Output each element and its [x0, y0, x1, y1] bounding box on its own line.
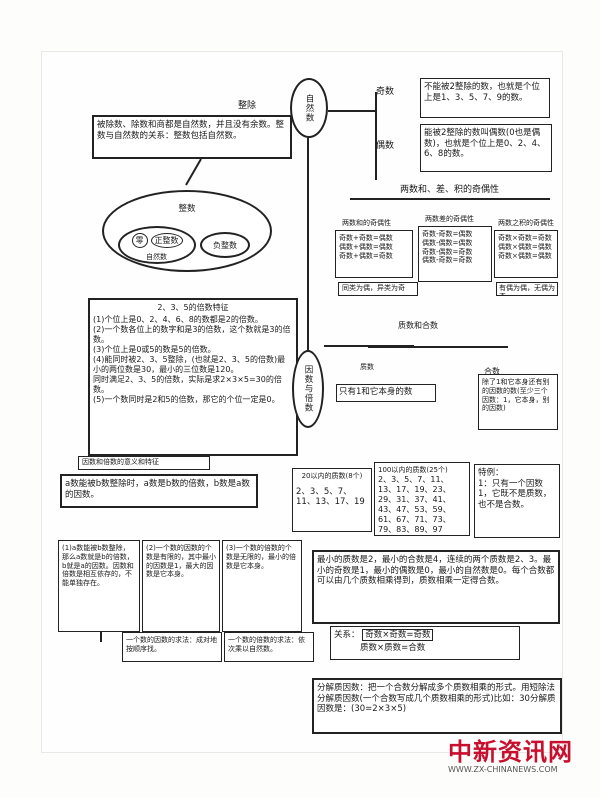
main-vertical-line — [307, 138, 309, 350]
features-footer: 因数和倍数的意义和特征 — [78, 456, 210, 470]
multiples-features-box: 2、3、5的倍数特征 (1)个位上是0、2、4、6、8的数都是2的倍数。 (2)… — [88, 298, 298, 456]
diff-parity-box: 奇数-奇数=偶数 偶数-偶数=偶数 奇数-偶数=奇数 偶数-奇数=奇数 — [418, 226, 492, 282]
natural-numbers-oval: 零 正整数 — [118, 226, 196, 264]
integers-oval: 整数 — [102, 190, 272, 272]
parity-branch-line — [350, 198, 550, 200]
prime-title: 质数 — [360, 363, 374, 371]
natural-caption: 自然数 — [146, 253, 167, 261]
cards-connector — [100, 632, 102, 642]
primes-100-box: 100以内的质数(25个) 2、3、5、7、11、13、17、19、23、29、… — [374, 462, 470, 536]
definition-box: a数能被b数整除时，a数是b数的倍数，b数是a数的因数。 — [60, 474, 258, 508]
factors-multiples-node: 因数与倍数 — [292, 350, 324, 428]
even-title: 偶数 — [376, 141, 395, 151]
diff-parity-title: 两数差的奇偶性 — [425, 215, 474, 223]
property-card-3: (3)一个数的倍数的个数是无限的，最小的倍数是它本身。 — [222, 540, 302, 632]
prod-parity-box: 奇数×奇数=奇数 偶数×偶数=偶数 奇数×偶数=偶数 — [494, 230, 558, 278]
sum-parity-box: 奇数+奇数=偶数 偶数+偶数=偶数 奇数+偶数=奇数 — [335, 230, 413, 278]
prime-composite-branch — [368, 346, 508, 348]
prime-composite-title: 质数和合数 — [398, 321, 438, 330]
center-right-line — [328, 110, 376, 112]
odd-title: 奇数 — [376, 87, 395, 97]
prod-parity-note: 有偶为偶，无偶为奇 — [496, 282, 558, 296]
odd-even-bracket — [375, 92, 377, 180]
multiple-method-box: 一个数的倍数的求法：依次乘以自然数。 — [224, 632, 314, 662]
factor-method-box: 一个数的因数的求法：成对地按顺序找。 — [122, 632, 222, 662]
property-card-2: (2)一个数的因数的个数是有限的，其中最小的因数是1，最大的因数是它本身。 — [142, 540, 220, 632]
sum-parity-note: 同类为偶，异类为奇 — [338, 282, 418, 296]
negative-integers-oval: 负整数 — [200, 232, 250, 258]
divisibility-tag: 整除 — [238, 101, 257, 111]
watermark: 中新资讯网 WWW.ZX-CHINANEWS.COM — [448, 732, 598, 774]
even-box: 能被2整除的数叫偶数(0也是偶数)，也就是个位上是0、2、4、6、8的数。 — [420, 124, 552, 172]
divisibility-box: 被除数、除数和商都是自然数，并且没有余数。整数与自然数的关系：整数包括自然数。 — [92, 115, 292, 159]
center-node-natural-numbers: 自然数 — [290, 78, 328, 138]
prime-box: 只有1和它本身的数 — [336, 384, 436, 402]
sum-parity-title: 两数和的奇偶性 — [342, 219, 391, 227]
parity-title: 两数和、差、积的奇偶性 — [400, 185, 500, 195]
watermark-logo: 中新资讯网 — [448, 738, 573, 766]
composite-title: 合数 — [484, 367, 500, 376]
composite-box: 除了1和它本身还有别的因数的数(至少三个因数：1，它本身，别的因数) — [478, 374, 558, 430]
primes-20-box: 20以内的质数(8个) 2、3、5、7、11、13、17、19 — [292, 468, 372, 532]
facts-box: 最小的质数是2，最小的合数是4，连续的两个质数是2、3。最小的奇数是1，最小的偶… — [312, 550, 560, 624]
relation-box: 关系： 奇数×奇数=奇数 质数×质数=合数 — [330, 626, 520, 660]
factorize-box: 分解质因数：把一个合数分解成多个质数相乘的形式。用短除法分解质因数(一个合数写成… — [312, 678, 562, 734]
watermark-url: WWW.ZX-CHINANEWS.COM — [448, 765, 558, 774]
property-card-1: (1)a数能被b数整除，那么a数就是b的倍数，b就是a的因数。因数和倍数是相互依… — [58, 540, 140, 632]
prod-parity-title: 两数之积的奇偶性 — [498, 219, 554, 227]
odd-box: 不能被2整除的数，也就是个位上是1、3、5、7、9的数。 — [420, 78, 550, 118]
special-case-box: 特例： 1：只有一个因数1，它既不是质数，也不是合数。 — [474, 464, 560, 538]
